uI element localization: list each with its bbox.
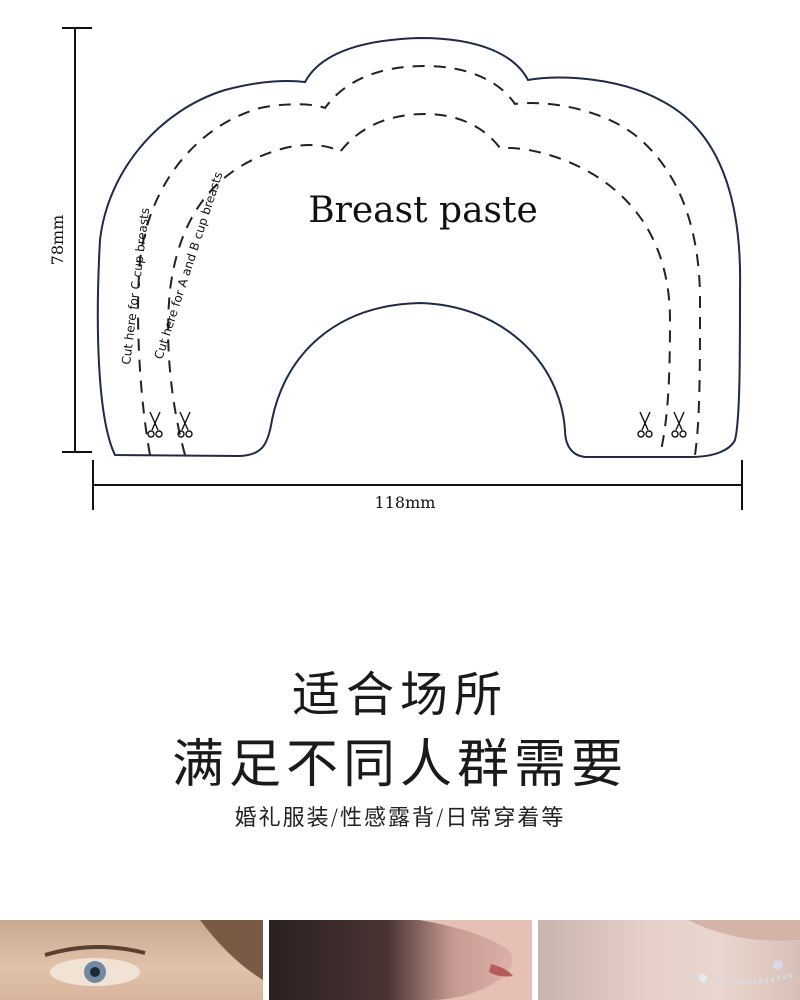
paste-title: Breast paste	[308, 190, 538, 231]
scissors-icon	[177, 411, 193, 438]
cut-line-ab-cup	[167, 112, 672, 456]
height-dimension	[62, 27, 92, 453]
width-label: 118mm	[375, 493, 436, 512]
scissors-icon	[671, 411, 687, 438]
width-dimension	[92, 460, 743, 510]
photo-face-profile	[269, 920, 532, 1000]
section-heading-line1: 适合场所	[291, 667, 508, 723]
scissors-icon	[637, 411, 653, 438]
section-subtitle: 婚礼服装/性感露背/日常穿着等	[234, 806, 566, 831]
section-heading-line2: 满足不同人群需要	[171, 735, 628, 795]
cut-label-ab-cup: Cut here for A and B cup breasts	[152, 170, 226, 361]
product-diagram: 78mm 118mm Breast paste Cut here for C c…	[48, 27, 743, 512]
photo-face-closeup	[0, 920, 263, 1000]
photo-neck-choker	[538, 920, 800, 1000]
paste-outline	[96, 36, 742, 458]
cut-line-c-cup	[137, 64, 702, 456]
height-label: 78mm	[48, 215, 67, 266]
cut-label-c-cup: Cut here for C cup breasts	[119, 207, 152, 365]
scissors-icon	[147, 411, 163, 438]
